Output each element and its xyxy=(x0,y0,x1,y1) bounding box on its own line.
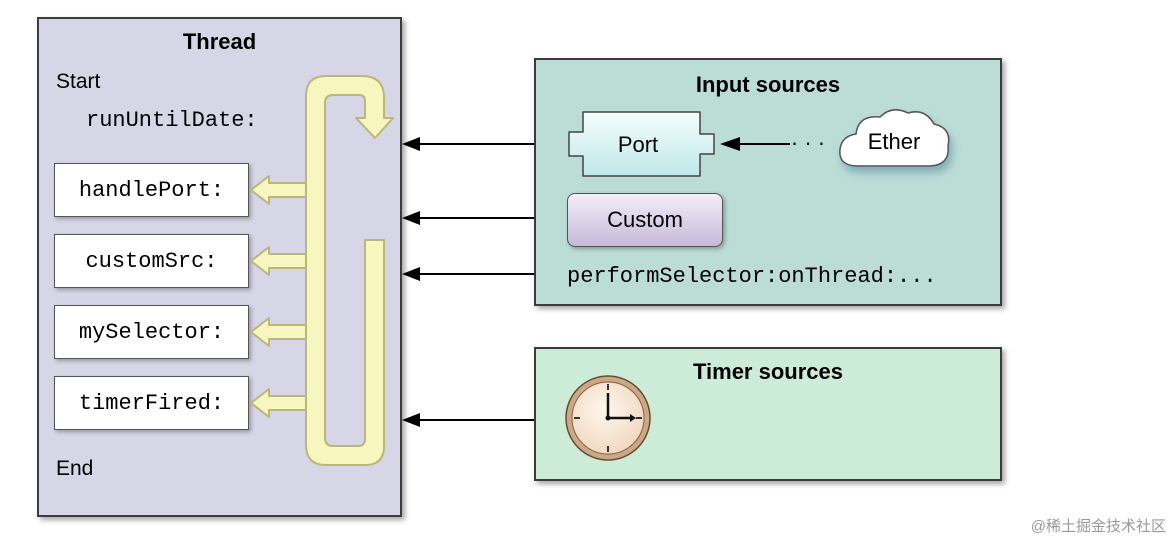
loop-branch-custom-src xyxy=(250,246,308,276)
loop-body xyxy=(305,75,394,466)
run-until-date-label: runUntilDate: xyxy=(86,108,258,133)
perform-selector-label: performSelector:onThread:... xyxy=(567,264,937,289)
loop-branch-my-selector xyxy=(250,317,308,347)
handler-custom-src: customSrc: xyxy=(54,234,249,288)
start-label: Start xyxy=(56,70,101,93)
handler-handle-port: handlePort: xyxy=(54,163,249,217)
arrows xyxy=(402,137,534,427)
watermark: @稀土掘金技术社区 xyxy=(1030,518,1166,535)
end-label: End xyxy=(56,457,94,480)
cloud-icon xyxy=(839,109,950,167)
loop-branch-timer-fired xyxy=(250,388,308,418)
loop-branch-handle-port xyxy=(250,175,308,205)
ether-label: Ether xyxy=(868,129,921,154)
arrow-port-head xyxy=(402,137,420,151)
arrow-perform-head xyxy=(402,267,420,281)
arrow-ether-head xyxy=(720,137,740,151)
arrow-custom-head xyxy=(402,211,420,225)
clock-icon xyxy=(565,375,651,461)
handler-my-selector: mySelector: xyxy=(54,305,249,359)
input-sources-title: Input sources xyxy=(695,72,841,97)
input-sources-box: Input sources xyxy=(534,58,1002,306)
arrow-timer-head xyxy=(402,413,420,427)
timer-sources-title: Timer sources xyxy=(692,359,843,384)
thread-title: Thread xyxy=(182,29,257,54)
custom-source: Custom xyxy=(567,193,723,247)
handler-timer-fired: timerFired: xyxy=(54,376,249,430)
port-connector-icon: Port xyxy=(568,111,715,177)
run-loop-arrow-icon xyxy=(250,75,394,466)
port-label: Port xyxy=(618,132,658,157)
ellipsis-label: · · · xyxy=(791,130,825,155)
